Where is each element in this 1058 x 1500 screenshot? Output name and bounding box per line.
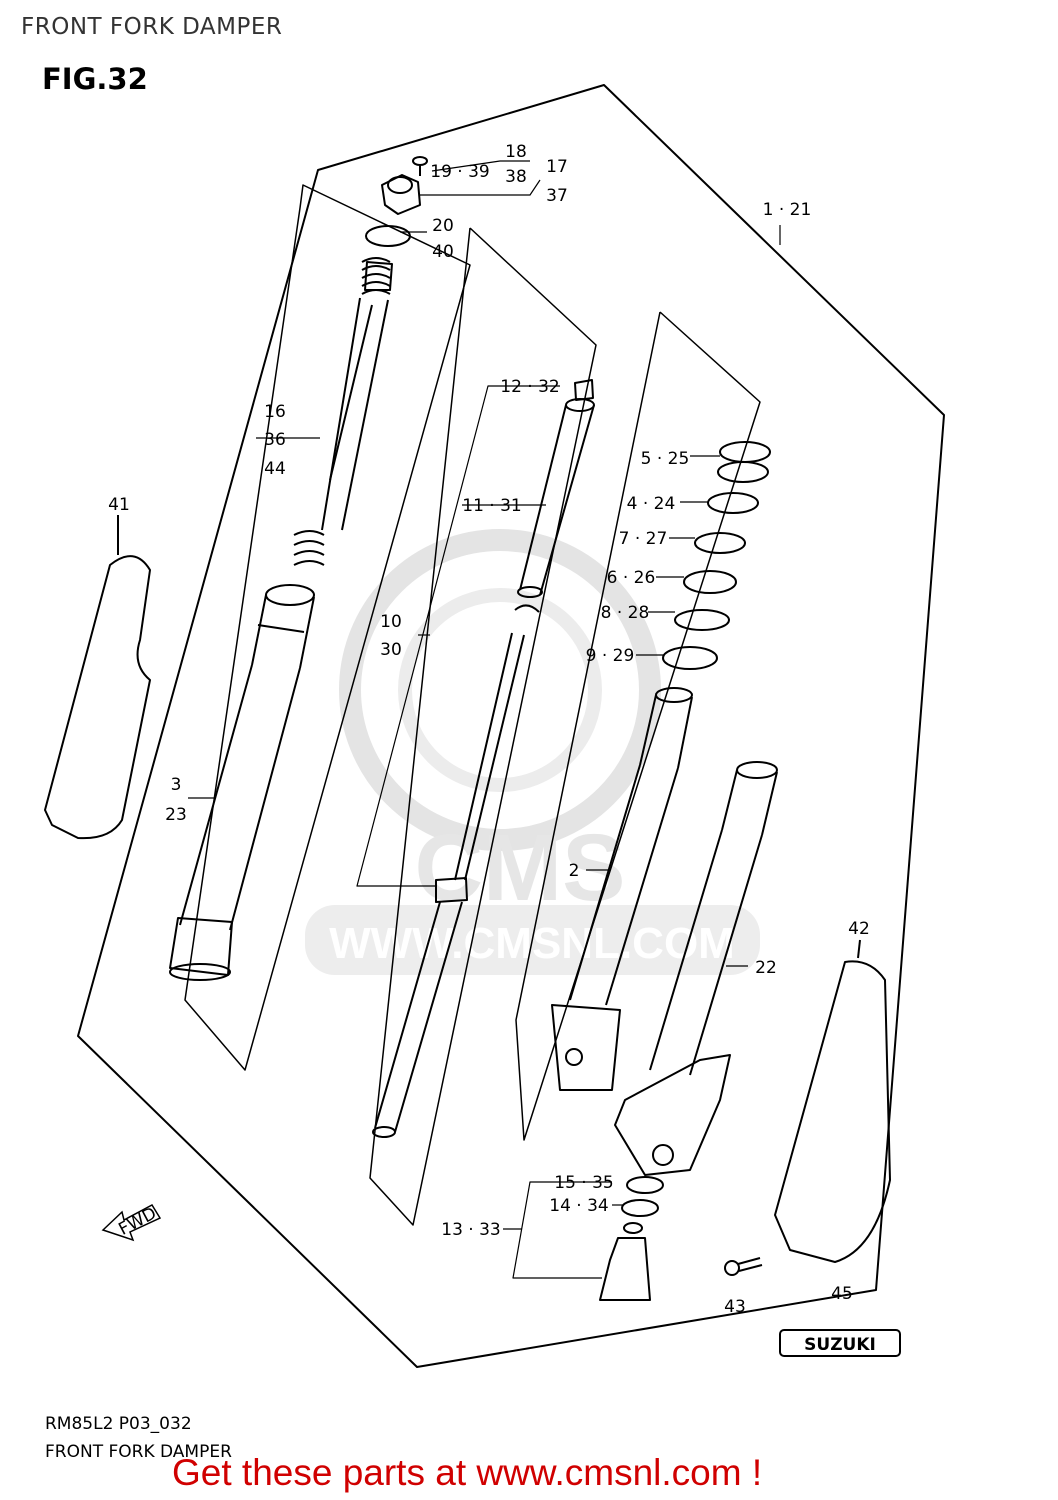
- dust-seal-9-part[interactable]: [662, 646, 718, 670]
- callout-45[interactable]: 45: [831, 1284, 853, 1304]
- callout-3[interactable]: 3: [171, 775, 182, 795]
- base-valve-part[interactable]: [599, 1222, 651, 1301]
- footer-title: FRONT FORK DAMPER: [45, 1442, 232, 1462]
- oil-seal-6-part[interactable]: [683, 570, 737, 594]
- callout-18[interactable]: 18: [505, 142, 527, 162]
- cap-bolt-part[interactable]: [381, 156, 428, 215]
- o-ring-part[interactable]: [365, 225, 411, 247]
- fwd-label: FWD: [115, 1203, 159, 1239]
- callout-20[interactable]: 20: [432, 216, 454, 236]
- damper-cylinder-part[interactable]: [169, 584, 315, 981]
- callout-42[interactable]: 42: [848, 919, 870, 939]
- promo-link[interactable]: Get these parts at www.cmsnl.com !: [172, 1452, 763, 1493]
- callout-11-31[interactable]: 11 · 31: [462, 496, 521, 516]
- callout-2[interactable]: 2: [569, 861, 580, 881]
- inner-tube-part[interactable]: [551, 687, 693, 1091]
- piston-rod-part[interactable]: [517, 398, 595, 598]
- callout-9-29[interactable]: 9 · 29: [586, 646, 635, 666]
- callout-17[interactable]: 17: [546, 157, 568, 177]
- outer-tube-group-frame: [515, 311, 761, 1141]
- o-ring-15-part[interactable]: [626, 1176, 664, 1194]
- callout-36[interactable]: 36: [264, 430, 286, 450]
- callout-6-26[interactable]: 6 · 26: [607, 568, 656, 588]
- suzuki-emblem-part[interactable]: SUZUKI: [779, 1329, 901, 1357]
- callout-44[interactable]: 44: [264, 459, 286, 479]
- o-ring-14-part[interactable]: [621, 1199, 659, 1217]
- callout-7-27[interactable]: 7 · 27: [619, 529, 668, 549]
- guard-bolt-part[interactable]: [724, 1257, 763, 1276]
- circlip-part[interactable]: [514, 604, 540, 613]
- stopper-ring-8-part[interactable]: [674, 609, 730, 631]
- damper-group-frame: [184, 184, 471, 1071]
- callout-22[interactable]: 22: [755, 958, 777, 978]
- fork-guard-left-part[interactable]: [44, 515, 151, 840]
- callout-37[interactable]: 37: [546, 186, 568, 206]
- damper-cartridge-part[interactable]: [293, 257, 393, 566]
- suzuki-badge-text: SUZUKI: [804, 1335, 876, 1355]
- figure-label: FIG.32: [42, 62, 148, 96]
- callout-13-33[interactable]: 13 · 33: [441, 1220, 500, 1240]
- callout-23[interactable]: 23: [165, 805, 187, 825]
- callout-30[interactable]: 30: [380, 640, 402, 660]
- washer-7-part[interactable]: [694, 532, 746, 554]
- callout-38[interactable]: 38: [505, 167, 527, 187]
- callout-16[interactable]: 16: [264, 402, 286, 422]
- rod-group-frame: [369, 227, 597, 1226]
- damper-rod-part[interactable]: [372, 632, 525, 1138]
- callout-numbers: 18 19 · 39 38 17 37 20 40 1 · 21 12 · 32…: [108, 142, 870, 1317]
- callout-4-24[interactable]: 4 · 24: [627, 494, 676, 514]
- callout-12-32[interactable]: 12 · 32: [500, 377, 559, 397]
- fwd-direction-arrow: FWD: [101, 1203, 162, 1242]
- callout-8-28[interactable]: 8 · 28: [601, 603, 650, 623]
- callout-43[interactable]: 43: [724, 1297, 746, 1317]
- callout-10[interactable]: 10: [380, 612, 402, 632]
- model-code-label: RM85L2 P03_032: [45, 1414, 192, 1434]
- callout-19-39[interactable]: 19 · 39: [430, 162, 489, 182]
- watermark-logo-text: CMS: [414, 815, 625, 921]
- callout-14-34[interactable]: 14 · 34: [549, 1196, 608, 1216]
- callout-1-21[interactable]: 1 · 21: [763, 200, 812, 220]
- callout-15-35[interactable]: 15 · 35: [554, 1173, 613, 1193]
- cms-watermark: CMS WWW.CMSNL.COM: [305, 529, 760, 975]
- rod-nut-part[interactable]: [574, 379, 594, 401]
- fork-guard-right-part[interactable]: [774, 939, 891, 1263]
- outer-boundary-frame: [77, 84, 945, 1368]
- callout-leader-lines: [188, 160, 781, 1279]
- callout-41[interactable]: 41: [108, 495, 130, 515]
- callout-5-25[interactable]: 5 · 25: [641, 449, 690, 469]
- page-title: FRONT FORK DAMPER: [21, 14, 283, 40]
- callout-40[interactable]: 40: [432, 242, 454, 262]
- outer-tube-part[interactable]: [614, 761, 778, 1176]
- bushing-5-part[interactable]: [717, 441, 771, 483]
- bushing-4-part[interactable]: [707, 492, 759, 514]
